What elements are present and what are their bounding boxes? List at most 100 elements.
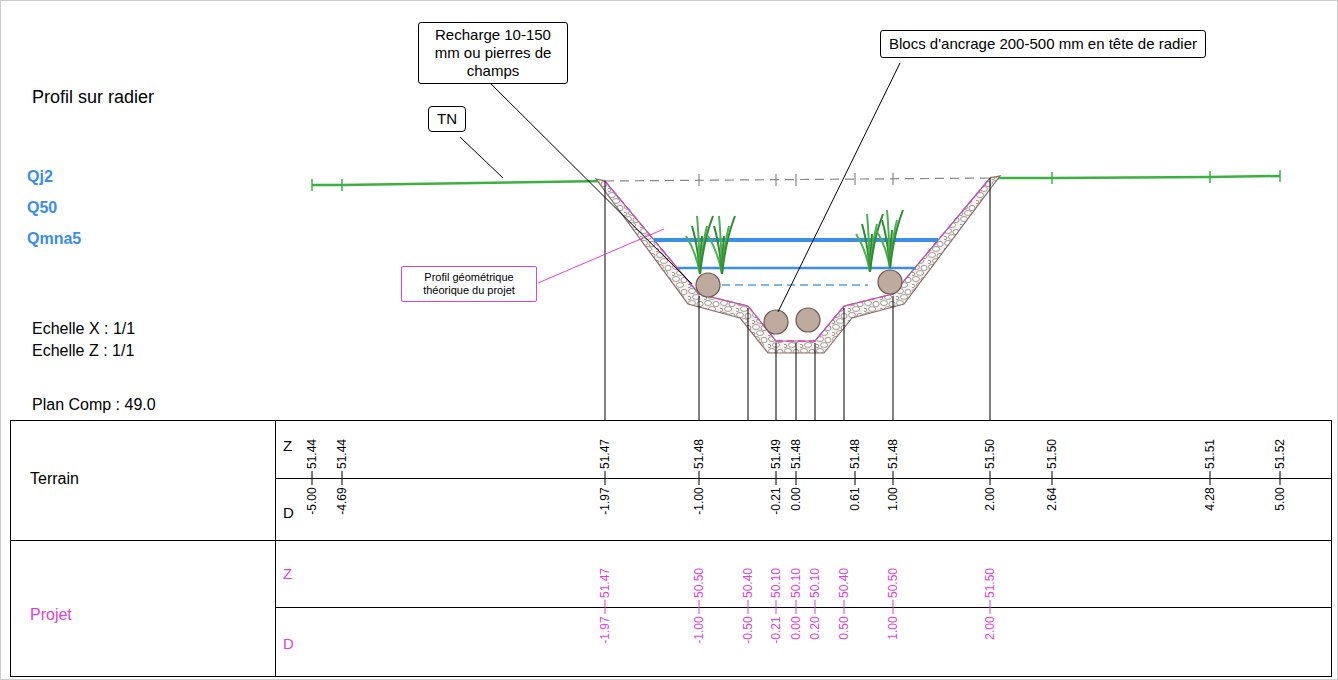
callout-box: Recharge 10-150 mm ou pierres de champs [418, 22, 568, 84]
table-cell: 50.50 [693, 568, 705, 598]
table-cell: 4.28 [1204, 487, 1216, 510]
table-tick [699, 600, 700, 607]
table-tick [990, 600, 991, 607]
table-tick [748, 607, 749, 614]
table-cell: -0.50 [742, 616, 754, 643]
table-cell: 0.50 [838, 616, 850, 639]
table-tick [699, 478, 700, 485]
table-cell: -1.00 [693, 487, 705, 514]
callout-box: TN [428, 106, 466, 132]
table-cell: 50.10 [770, 568, 782, 598]
table-cell: -1.00 [693, 616, 705, 643]
table-tick [815, 600, 816, 607]
table-tick [1052, 471, 1053, 478]
table-tick [796, 471, 797, 478]
table-cell: 2.00 [984, 616, 996, 639]
callout-text: Profil géométrique théorique du projet [407, 271, 531, 297]
table-cell: -5.00 [306, 487, 318, 514]
table-tick [990, 471, 991, 478]
table-tick [312, 478, 313, 485]
table-cell: 51.50 [1046, 439, 1058, 469]
table-cell: 1.00 [887, 616, 899, 639]
table-cell: 50.10 [790, 568, 802, 598]
design-profile [605, 178, 990, 341]
table-tick [605, 478, 606, 485]
table-cell: 51.44 [336, 439, 348, 469]
table-tick [776, 471, 777, 478]
table-cell: 2.64 [1046, 487, 1058, 510]
terrain-right [990, 176, 1280, 178]
table-tick [605, 607, 606, 614]
table-tick [855, 471, 856, 478]
flow-name: Q50 [27, 199, 57, 217]
table-tick [844, 600, 845, 607]
reference-plane: Plan Comp : 49.0 [32, 396, 156, 414]
table-cell: 51.48 [887, 439, 899, 469]
table-tick [893, 600, 894, 607]
table-cell: 50.40 [838, 568, 850, 598]
table-tick [699, 607, 700, 614]
table-cell: 51.48 [849, 439, 861, 469]
terrain-left [312, 181, 605, 185]
table-cell: 51.47 [599, 439, 611, 469]
callout-box: Blocs d'ancrage 200-500 mm en tête de ra… [880, 30, 1206, 58]
table-cell: 51.48 [693, 439, 705, 469]
table-tick [855, 478, 856, 485]
anchor-blocks [696, 270, 902, 334]
row-subheader: D [283, 505, 294, 522]
row-header: Terrain [30, 470, 79, 488]
table-cell: 5.00 [1274, 487, 1286, 510]
table-tick [893, 478, 894, 485]
plant-blade [870, 214, 883, 272]
table-tick [796, 607, 797, 614]
table-cell: -0.21 [770, 616, 782, 643]
table-tick [796, 600, 797, 607]
plant-blade [722, 216, 735, 274]
plant-blade [890, 210, 903, 268]
table-cell: 51.48 [790, 439, 802, 469]
table-cell: 2.00 [984, 487, 996, 510]
table-tick [796, 478, 797, 485]
flow-name: Qj2 [27, 168, 53, 186]
table-tick [776, 600, 777, 607]
row-subheader: Z [283, 438, 292, 455]
table-tick [1052, 478, 1053, 485]
riprap-band [596, 176, 1000, 353]
table-cell: 51.51 [1204, 439, 1216, 469]
table-cell: 51.50 [984, 568, 996, 598]
pink-leader-line [538, 229, 664, 283]
table-tick [342, 478, 343, 485]
table-cell: 51.52 [1274, 439, 1286, 469]
table-tick [776, 478, 777, 485]
table-cell: -0.21 [770, 487, 782, 514]
table-cell: 51.44 [306, 439, 318, 469]
data-table [10, 420, 1332, 677]
scale-note: Echelle Z : 1/1 [32, 342, 134, 360]
callout-text: Blocs d'ancrage 200-500 mm en tête de ra… [889, 35, 1197, 53]
table-cell: -1.97 [599, 616, 611, 643]
row-header: Projet [30, 606, 72, 624]
table-cell: 51.47 [599, 568, 611, 598]
table-tick [342, 471, 343, 478]
callout-text: TN [437, 110, 457, 128]
table-cell: 1.00 [887, 487, 899, 510]
table-tick [844, 607, 845, 614]
table-cell: 51.49 [770, 439, 782, 469]
table-tick [1280, 471, 1281, 478]
table-tick [990, 478, 991, 485]
table-tick [1210, 478, 1211, 485]
table-tick [605, 471, 606, 478]
water-level-qmna5 [722, 284, 868, 286]
table-tick [1210, 471, 1211, 478]
table-tick [312, 471, 313, 478]
table-ticks [312, 471, 1280, 614]
design-profile-callout: Profil géométrique théorique du projet [401, 266, 537, 302]
callout-text: Recharge 10-150 mm ou pierres de champs [425, 26, 561, 80]
terrain-ticks [312, 170, 1280, 191]
row-subheader: Z [283, 566, 292, 583]
table-cell: -1.97 [599, 487, 611, 514]
table-cell: 0.20 [809, 616, 821, 639]
